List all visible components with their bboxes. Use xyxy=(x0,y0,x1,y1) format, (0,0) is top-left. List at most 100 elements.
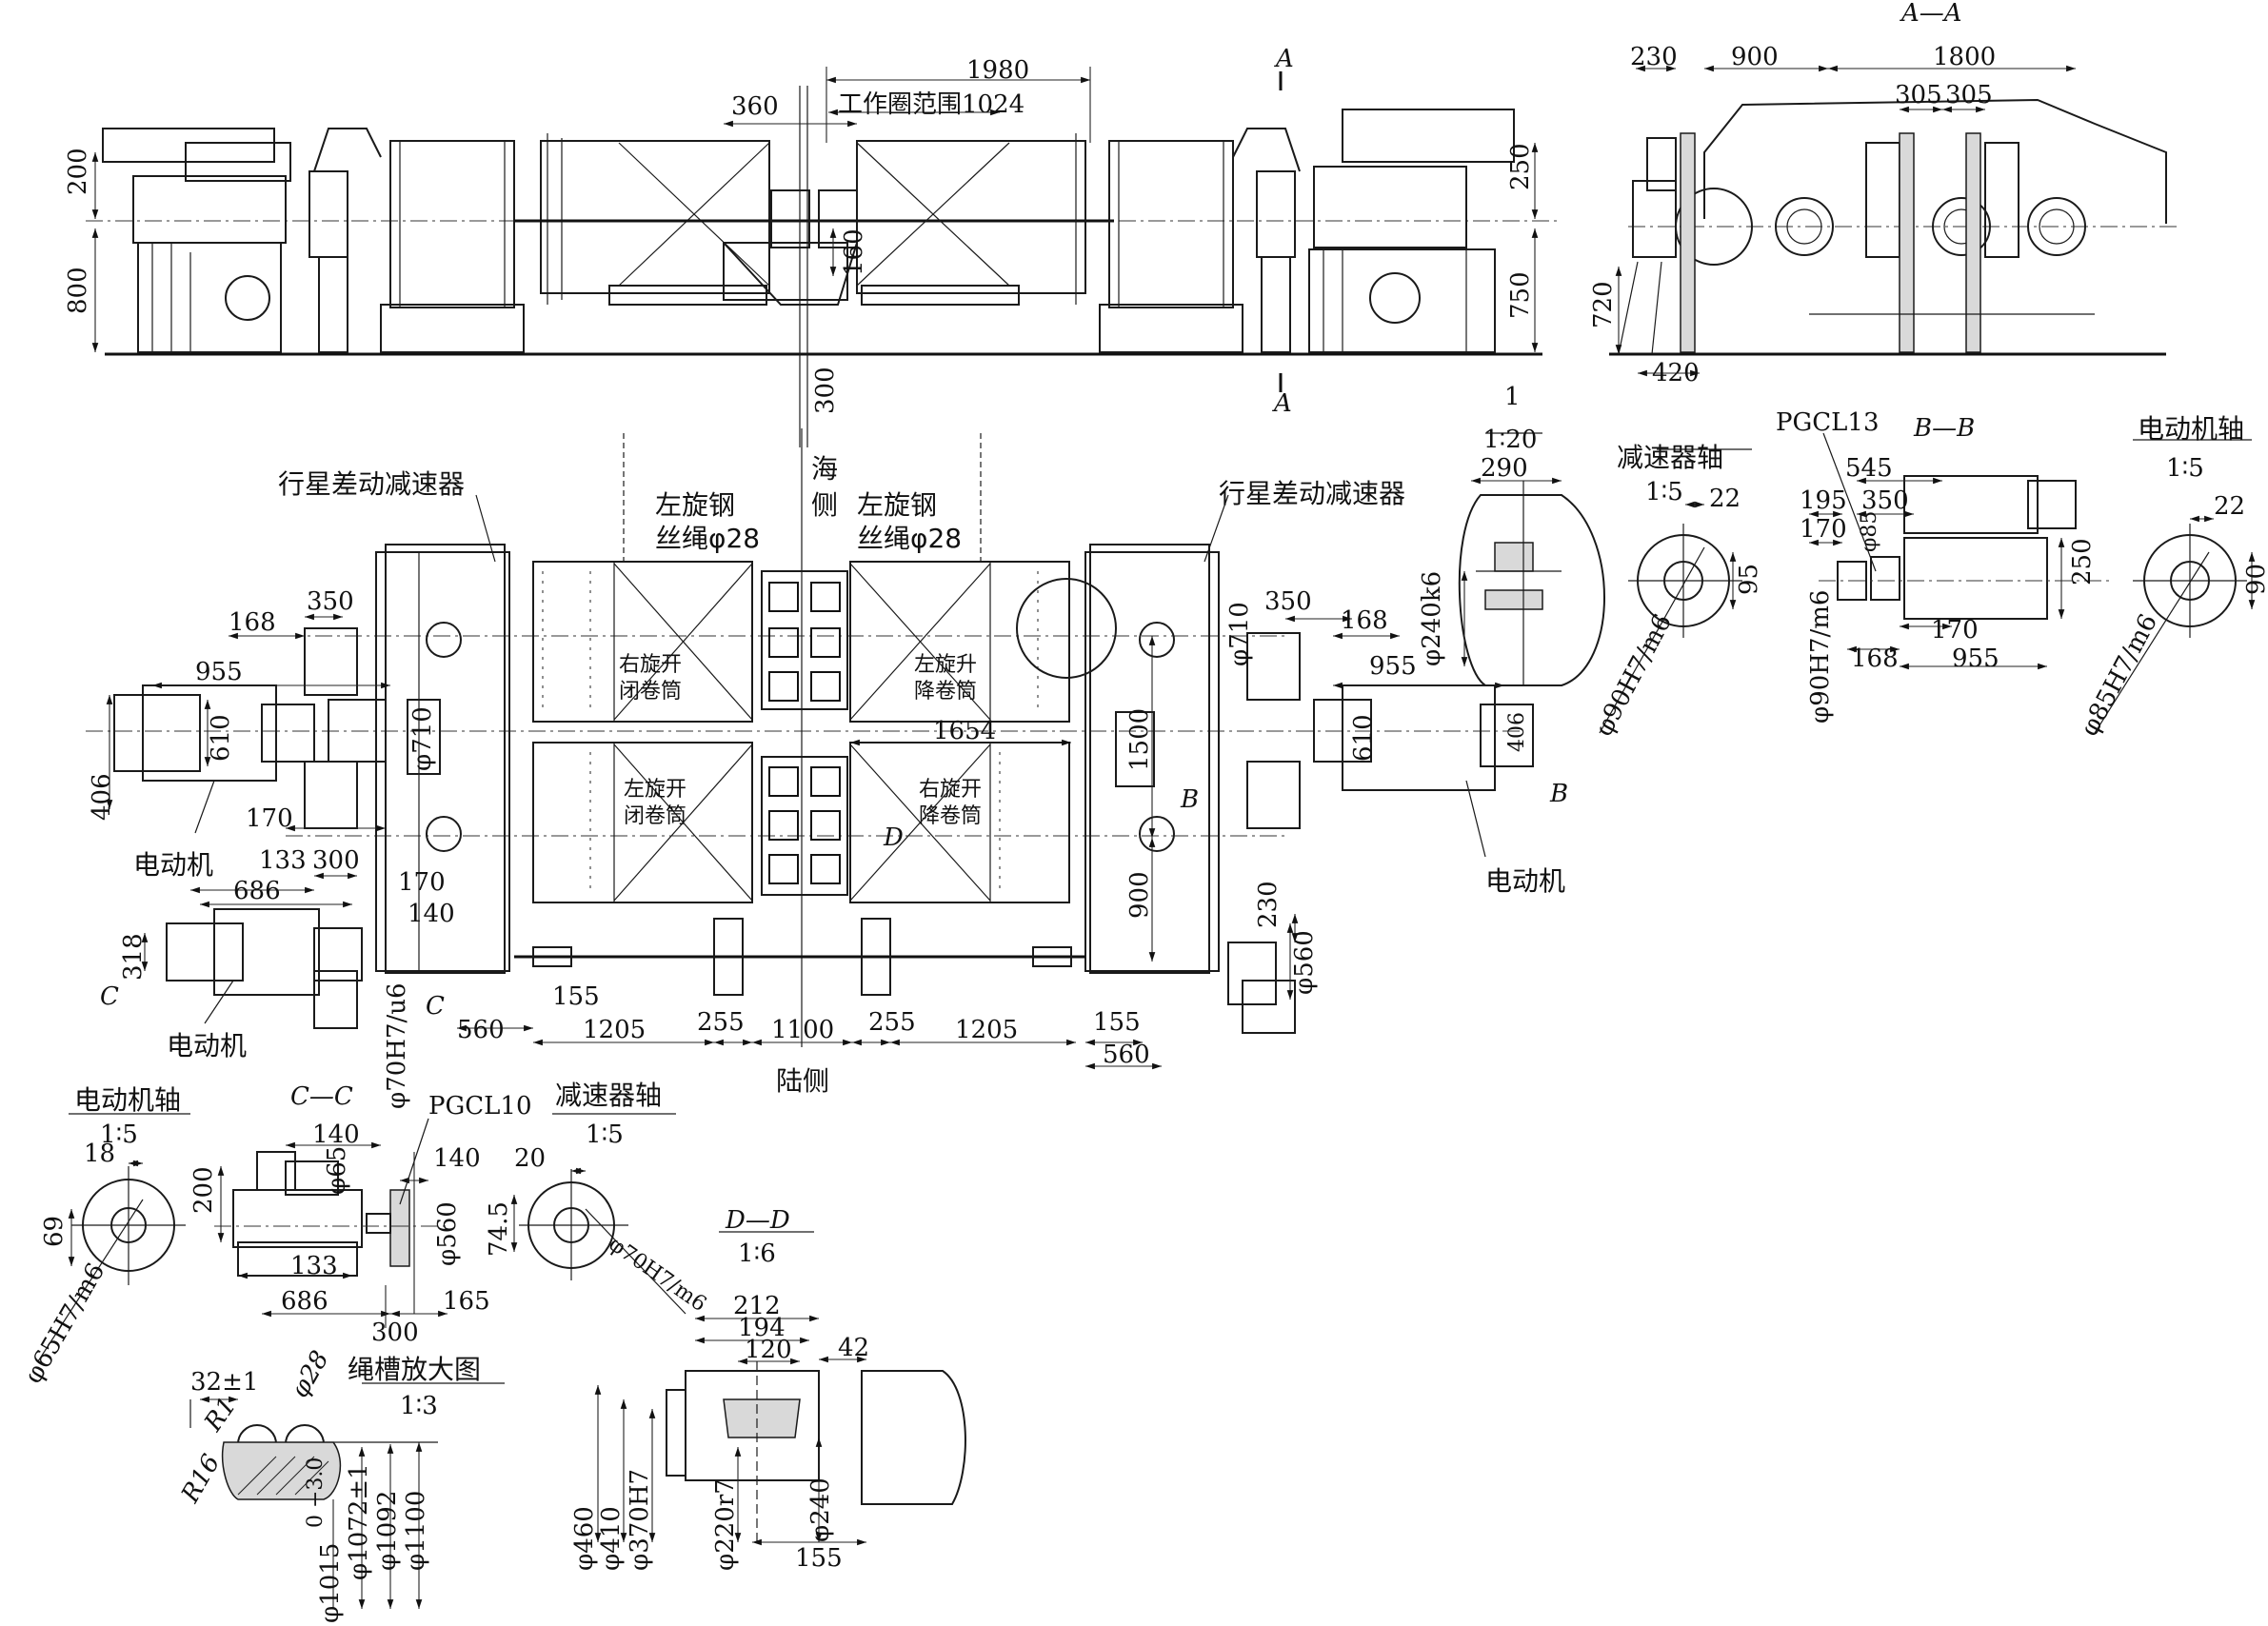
section-b-mark: B xyxy=(1180,785,1199,814)
detail-1-view xyxy=(1458,432,1605,686)
rope-left-line2: 丝绳φ28 xyxy=(655,523,760,554)
drum-ll-line2: 闭卷筒 xyxy=(624,804,686,828)
c-dim-165: 165 xyxy=(443,1287,490,1316)
dim-255-left: 255 xyxy=(697,1008,745,1037)
dim-710-right: φ710 xyxy=(1225,602,1254,666)
rope-right-line1: 左旋钢 xyxy=(857,489,937,521)
section-d-mark: D xyxy=(883,823,904,852)
drum-ul-line1: 右旋开 xyxy=(619,653,682,677)
c-dim-200: 200 xyxy=(189,1166,218,1214)
aa-dim-305a: 305 xyxy=(1895,81,1942,109)
dim-160: 160 xyxy=(840,228,868,276)
b-dim-195: 195 xyxy=(1800,486,1847,515)
section-a-top: A xyxy=(1274,45,1294,73)
dim-800: 800 xyxy=(64,267,92,314)
groove-dim-28: φ28 xyxy=(286,1346,335,1402)
dim-610-left: 610 xyxy=(207,714,235,762)
pgcl10-label: PGCL10 xyxy=(428,1092,532,1120)
section-bb-title: B—B xyxy=(1913,414,1975,443)
dd-dim-460: φ460 xyxy=(570,1506,599,1571)
dim-168-right: 168 xyxy=(1341,606,1388,635)
groove-dim-1100: φ1100 xyxy=(402,1491,430,1571)
r-dim-22a: 22 xyxy=(1709,485,1741,513)
dim-560-vertical: φ560 xyxy=(1290,930,1319,995)
top-elevation-view xyxy=(86,67,1562,447)
r-motor-shaft-scale: 1∶5 xyxy=(2166,454,2204,483)
groove-dim-32: 32±1 xyxy=(190,1368,258,1397)
reducer-left-label: 行星差动减速器 xyxy=(278,468,465,500)
r-reducer-shaft-scale: 1∶5 xyxy=(1645,478,1683,506)
dim-170-bottom: 170 xyxy=(398,868,446,897)
dim-360: 360 xyxy=(731,92,779,121)
dim-350-right: 350 xyxy=(1264,587,1312,616)
groove-dim-1015: φ1015 xyxy=(316,1543,345,1623)
b-dim-545: 545 xyxy=(1845,454,1893,483)
dim-155-right: 155 xyxy=(1093,1008,1141,1037)
detail-dim-240k6: φ240k6 xyxy=(1418,571,1446,666)
b-dim-69: 69 xyxy=(40,1216,69,1247)
dim-406-left: 406 xyxy=(88,773,116,821)
dim-750: 750 xyxy=(1506,271,1535,319)
motor-right-label: 电动机 xyxy=(1485,865,1565,897)
dd-dim-240: φ240 xyxy=(806,1477,835,1542)
dim-686: 686 xyxy=(233,877,281,905)
section-b-mark2: B xyxy=(1549,780,1568,808)
aa-dim-420: 420 xyxy=(1652,359,1700,387)
section-a-bottom: A xyxy=(1272,389,1292,418)
dim-140: 140 xyxy=(408,900,455,928)
dim-250: 250 xyxy=(1506,143,1535,190)
m-dim-22: 22 xyxy=(2214,492,2245,521)
b-dim-90h7: φ90H7/m6 xyxy=(1806,590,1835,724)
rope-left-line1: 左旋钢 xyxy=(655,489,735,521)
dim-170-left: 170 xyxy=(246,804,293,833)
drum-upper-right xyxy=(849,561,1070,723)
aa-dim-900: 900 xyxy=(1731,43,1779,71)
detail-1-scale: 1∶20 xyxy=(1483,426,1537,454)
dim-955-right: 955 xyxy=(1369,652,1417,681)
b-dim-65h7: φ65H7/m6 xyxy=(19,1259,110,1389)
drum-lr-line1: 右旋开 xyxy=(919,778,982,802)
dd-dim-120: 120 xyxy=(745,1336,792,1364)
drum-lr-line2: 降卷筒 xyxy=(919,804,982,828)
dim-610-right: 610 xyxy=(1349,714,1378,762)
aa-dim-230: 230 xyxy=(1630,43,1678,71)
section-aa-title: A—A xyxy=(1900,0,1962,28)
dd-scale: 1∶6 xyxy=(738,1239,776,1268)
dim-1205-left: 1205 xyxy=(583,1016,646,1044)
c-dim-65: φ65 xyxy=(323,1146,351,1195)
dim-1980: 1980 xyxy=(966,56,1029,85)
dd-dim-220: φ220r7 xyxy=(711,1478,740,1571)
dim-1100: 1100 xyxy=(771,1016,834,1044)
land-side-label: 陆侧 xyxy=(776,1065,829,1097)
dim-560-left: 560 xyxy=(457,1016,505,1044)
dd-dim-42: 42 xyxy=(838,1334,869,1362)
b-dim-170b: 170 xyxy=(1931,616,1979,644)
r-dim-90h7: φ90H7/m6 xyxy=(1590,609,1678,741)
groove-r1: R1 xyxy=(199,1392,243,1438)
aa-dim-1800: 1800 xyxy=(1933,43,1996,71)
dim-1205-right: 1205 xyxy=(955,1016,1018,1044)
section-cc-title: C—C xyxy=(290,1082,353,1111)
b-dim-168: 168 xyxy=(1851,644,1899,673)
reducer-right-label: 行星差动减速器 xyxy=(1219,478,1405,509)
dim-300-plan: 300 xyxy=(312,846,360,875)
section-c-mark: C xyxy=(100,982,119,1011)
dim-710-left: φ710 xyxy=(408,706,437,771)
sea-side-1: 海 xyxy=(811,453,838,485)
dim-1500: 1500 xyxy=(1125,708,1154,771)
bottom-detail-views xyxy=(37,1113,966,1609)
c-dim-140b: 140 xyxy=(433,1144,481,1173)
b-motor-shaft-title: 电动机轴 xyxy=(74,1084,181,1116)
detail-1-number: 1 xyxy=(1504,383,1521,411)
c-dim-560: φ560 xyxy=(433,1201,462,1266)
groove-dim-1092: φ1092 xyxy=(373,1491,402,1571)
b-dim-18: 18 xyxy=(84,1140,115,1168)
drum-lower-left xyxy=(532,742,753,903)
b-reducer-shaft-title: 减速器轴 xyxy=(555,1080,662,1111)
dim-1654: 1654 xyxy=(933,717,996,745)
dim-70h7: φ70H7/u6 xyxy=(383,982,411,1109)
pgcl13-label: PGCL13 xyxy=(1776,408,1880,437)
dim-560-right: 560 xyxy=(1103,1041,1150,1069)
dim-200: 200 xyxy=(64,148,92,195)
